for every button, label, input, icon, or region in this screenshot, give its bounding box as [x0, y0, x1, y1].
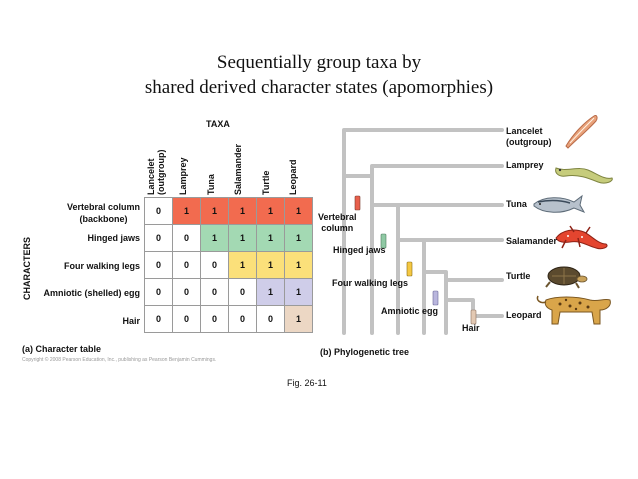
title-line-1: Sequentially group taxa by	[216, 52, 422, 73]
matrix-cell: 0	[172, 278, 201, 306]
lancelet-image	[565, 115, 598, 149]
matrix-cell: 0	[144, 251, 173, 279]
title-line-2: shared derived character states (apomorp…	[144, 77, 494, 98]
copyright-text: Copyright © 2008 Pearson Education, Inc.…	[22, 357, 217, 363]
tree-taxon-lancelet-line1: Lancelet	[506, 126, 543, 136]
row-label-line2: (backbone)	[79, 214, 128, 224]
tree-char-four-walking-legs: Four walking legs	[332, 278, 409, 288]
marker-four-walking-legs	[406, 261, 413, 277]
marker-vertebral-column	[354, 195, 361, 211]
branch-lamprey	[342, 164, 504, 178]
tree-taxon-lamprey: Lamprey	[506, 160, 544, 170]
matrix-cell: 0	[144, 305, 173, 333]
matrix-cell: 0	[256, 305, 285, 333]
tree-branches	[342, 128, 504, 335]
row-label-four-walking-legs: Four walking legs	[63, 261, 140, 271]
branch-leopard	[444, 298, 504, 318]
matrix-cell: 0	[172, 305, 201, 333]
tree-char-vertebral-column: Vertebral column	[318, 212, 357, 234]
matrix-cell: 1	[284, 278, 313, 306]
leopard-image	[536, 295, 611, 325]
matrix-cell: 1	[284, 305, 313, 333]
matrix-cell: 1	[256, 251, 285, 279]
matrix-cell: 0	[200, 305, 229, 333]
tree-taxon-tuna: Tuna	[506, 199, 527, 209]
slide-title: Sequentially group taxa by shared derive…	[0, 50, 638, 100]
tuna-image	[533, 194, 586, 213]
matrix-cell: 0	[200, 251, 229, 279]
tree-char-vertebral-line1: Vertebral	[318, 212, 357, 222]
lamprey-image	[555, 167, 613, 184]
row-label-line1: Vertebral column	[66, 202, 140, 212]
tree-char-vertebral-line2: column	[321, 223, 354, 233]
marker-hinged-jaws	[380, 233, 387, 249]
matrix-cell: 1	[200, 224, 229, 252]
turtle-image	[545, 266, 588, 289]
tree-taxon-lancelet: Lancelet (outgroup)	[506, 126, 551, 148]
branch-root-lancelet	[342, 128, 504, 335]
tree-char-hair: Hair	[462, 323, 480, 333]
figure-label: Fig. 26-11	[287, 378, 327, 388]
table-caption: (a) Character table	[22, 344, 102, 354]
tree-char-amniotic-egg: Amniotic egg	[381, 306, 439, 316]
branch-turtle	[422, 270, 504, 282]
tree-taxon-turtle: Turtle	[506, 271, 531, 281]
row-label-hair: Hair	[122, 316, 140, 326]
tree-caption: (b) Phylogenetic tree	[320, 347, 410, 357]
matrix-cell: 1	[256, 197, 285, 225]
matrix-cell: 1	[228, 197, 257, 225]
matrix-cell: 0	[200, 278, 229, 306]
marker-amniotic-egg	[432, 290, 439, 306]
matrix-cell: 1	[284, 224, 313, 252]
tree-char-hinged-jaws: Hinged jaws	[333, 245, 386, 255]
matrix-cell: 1	[284, 251, 313, 279]
row-label-amniotic-egg: Amniotic (shelled) egg	[43, 288, 140, 298]
matrix-cell: 1	[228, 224, 257, 252]
tree-taxon-leopard: Leopard	[506, 310, 542, 320]
matrix-cell: 0	[172, 251, 201, 279]
row-label-vertebral-column: Vertebral column (backbone)	[67, 201, 140, 225]
tree-taxon-salamander: Salamander	[506, 236, 558, 246]
marker-hair	[470, 309, 477, 325]
taxa-header: TAXA	[206, 119, 230, 129]
matrix-cell: 1	[228, 251, 257, 279]
salamander-image	[555, 225, 608, 250]
row-label-hinged-jaws: Hinged jaws	[87, 233, 140, 243]
tree-taxon-lancelet-line2: (outgroup)	[506, 137, 552, 147]
